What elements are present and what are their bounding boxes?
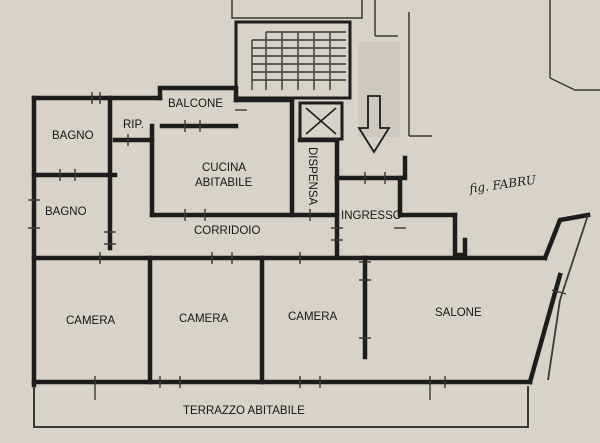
east-edge <box>547 214 589 381</box>
room-label-camera-2: CAMERA <box>179 313 229 325</box>
room-label-cucina: CUCINA <box>202 162 246 174</box>
room-label-camera-3: CAMERA <box>288 311 338 323</box>
openings <box>28 92 567 400</box>
room-label-ingresso: INGRESSO <box>341 210 402 222</box>
room-label-salone: SALONE <box>435 307 482 319</box>
room-label-bagno-1: BAGNO <box>52 130 94 142</box>
room-label-corridoio: CORRIDOIO <box>194 225 261 237</box>
room-label-balcone: BALCONE <box>168 98 223 110</box>
room-label-abitabile: ABITABILE <box>195 177 253 189</box>
room-label-bagno-2: BAGNO <box>45 206 87 218</box>
context-lines <box>231 0 600 137</box>
room-label-rip: RIP. <box>123 119 144 131</box>
terrace-outline <box>33 386 529 428</box>
room-label-dispensa: DISPENSA <box>306 147 318 205</box>
entrance-arrow-icon <box>357 95 391 154</box>
room-label-camera-1: CAMERA <box>66 315 116 327</box>
walls <box>31 85 591 388</box>
landing-area <box>358 42 400 137</box>
room-label-terrazzo: TERRAZZO ABITABILE <box>183 405 305 417</box>
